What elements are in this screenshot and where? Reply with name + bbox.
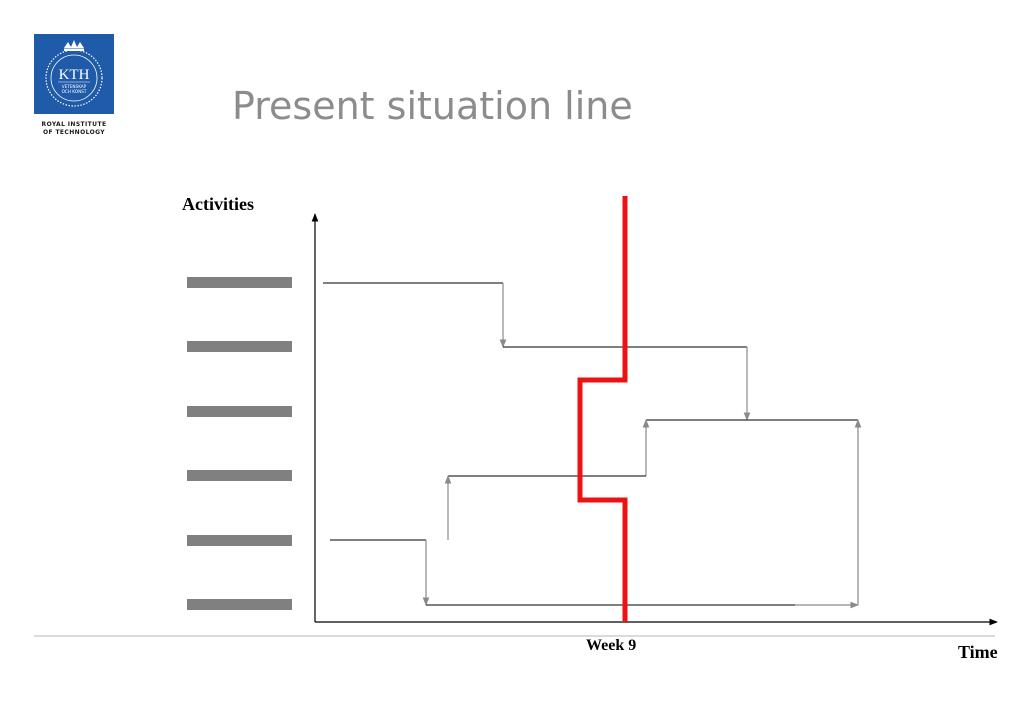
activity-bars xyxy=(187,277,292,610)
activity-lines xyxy=(323,282,862,609)
week-marker-label: Week 9 xyxy=(586,637,636,654)
x-axis-label: Time xyxy=(958,642,998,662)
activity-bar xyxy=(187,277,292,288)
activity-bar xyxy=(187,535,292,546)
kth-motto-line1: VETENSKAP xyxy=(62,84,87,89)
present-situation-line xyxy=(577,196,628,622)
slide-title: Present situation line xyxy=(232,84,633,128)
activity-bar xyxy=(187,599,292,610)
activity-bar xyxy=(187,341,292,352)
y-axis-label: Activities xyxy=(182,194,254,214)
crown-icon xyxy=(64,40,84,48)
kth-motto-line2: OCH KONST xyxy=(62,89,87,94)
logo-subtitle-line2: OF TECHNOLOGY xyxy=(42,129,106,136)
logo-subtitle-line1: ROYAL INSTITUTE xyxy=(41,121,107,128)
activity-bar xyxy=(187,406,292,417)
logo-subtitle: ROYAL INSTITUTE OF TECHNOLOGY xyxy=(34,121,114,137)
kth-logo: KTH VETENSKAP OCH KONST xyxy=(34,34,114,114)
kth-wordmark: KTH xyxy=(59,67,90,83)
activity-bar xyxy=(187,470,292,481)
